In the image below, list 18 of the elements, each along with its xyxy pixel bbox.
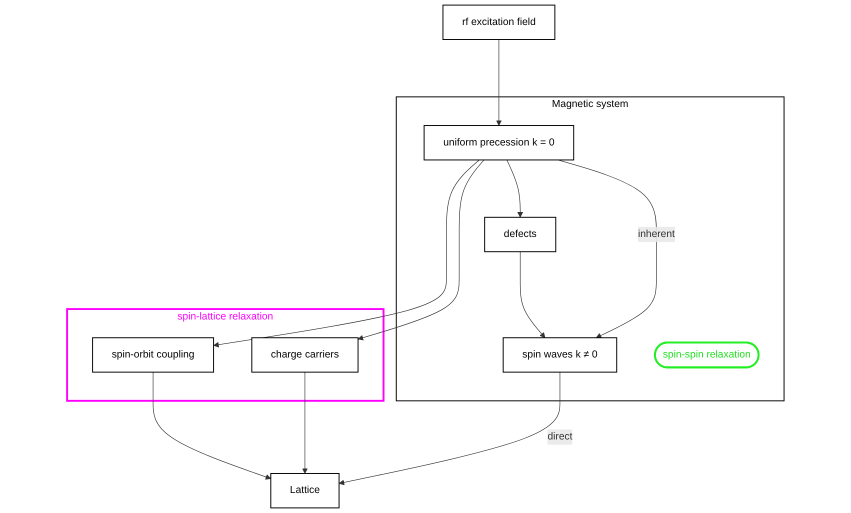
edge-label: direct <box>547 431 572 442</box>
node-box: rf excitation field <box>442 4 556 40</box>
arrow <box>338 372 560 486</box>
arrow <box>496 39 502 126</box>
arrow <box>520 251 546 338</box>
arrow <box>152 372 271 480</box>
node-box: spin-orbit coupling <box>92 337 214 373</box>
node-box: charge carriers <box>251 337 358 373</box>
arrow <box>506 160 523 218</box>
node-box: Lattice <box>270 473 340 508</box>
arrow <box>302 372 308 474</box>
arrow <box>558 160 657 338</box>
arrow <box>213 160 480 348</box>
node-box: uniform precession k = 0 <box>424 125 574 160</box>
arrow <box>358 160 484 340</box>
node-box: spin waves k ≠ 0 <box>502 337 618 373</box>
edge-label: inherent <box>638 228 675 240</box>
node-box: defects <box>484 216 556 252</box>
